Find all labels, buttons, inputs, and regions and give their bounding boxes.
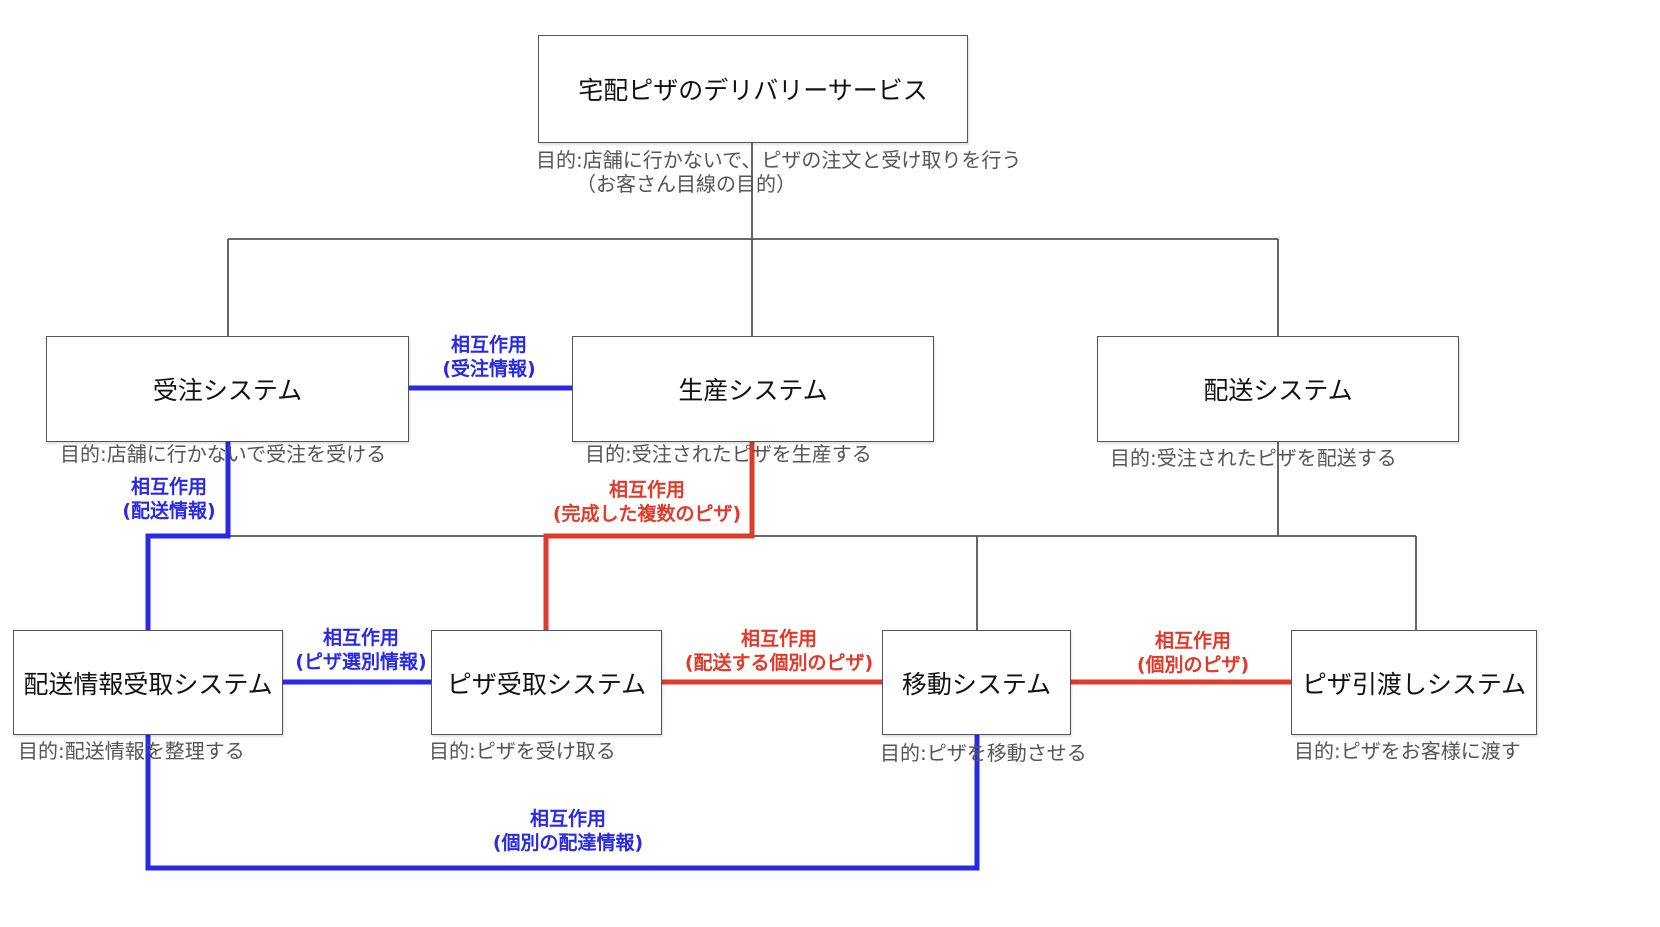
move-system-box: 移動システム — [882, 630, 1071, 735]
pizza-receive-system-box: ピザ受取システム — [431, 630, 662, 735]
pizza-receive-system-title: ピザ受取システム — [446, 669, 647, 699]
production-system-box: 生産システム — [572, 336, 934, 442]
interaction-line-order-deliveryinfo — [145, 442, 231, 630]
delivery-system-purpose: 目的:受注されたピザを配送する — [1110, 446, 1397, 470]
order-system-purpose: 目的:店舗に行かないで受注を受ける — [60, 442, 387, 466]
order-system-title: 受注システム — [152, 376, 303, 405]
root-purpose-line2: （お客さん目線の目的） — [576, 172, 796, 196]
delivery-info-system-title: 配送情報受取システム — [23, 669, 273, 699]
root-purpose: 目的:店舗に行かないで、ピザの注文と受け取りを行う （お客さん目線の目的） — [536, 148, 1021, 196]
interaction-line-deliveryinfo-move — [145, 735, 980, 871]
interaction-label-move-handover: 相互作用 (個別のピザ) — [1136, 630, 1250, 676]
interaction-label-order-production: 相互作用 (受注情報) — [442, 334, 536, 380]
production-system-purpose: 目的:受注されたピザを生産する — [585, 442, 872, 466]
root-purpose-line1: 目的:店舗に行かないで、ピザの注文と受け取りを行う — [536, 148, 1022, 172]
root-box: 宅配ピザのデリバリーサービス — [538, 35, 968, 143]
handover-system-box: ピザ引渡しシステム — [1291, 630, 1537, 735]
delivery-system-title: 配送システム — [1203, 376, 1353, 405]
order-system-box: 受注システム — [46, 336, 409, 442]
interaction-line-production-pizzareceive — [543, 442, 755, 630]
interaction-label-pizzareceive-move: 相互作用 (配送する個別のピザ) — [684, 628, 874, 674]
root-title: 宅配ピザのデリバリーサービス — [578, 76, 928, 105]
production-system-title: 生産システム — [678, 376, 828, 405]
delivery-system-box: 配送システム — [1097, 336, 1459, 442]
interaction-label-order-deliveryinfo: 相互作用 (配送情報) — [122, 476, 216, 522]
interaction-lines — [145, 385, 1291, 871]
delivery-info-system-purpose: 目的:配送情報を整理する — [18, 739, 245, 763]
interaction-label-deliveryinfo-move: 相互作用 (個別の配達情報) — [492, 808, 644, 854]
interaction-label-production-pizzareceive: 相互作用 (完成した複数のピザ) — [552, 479, 742, 525]
interaction-label-deliveryinfo-pizzareceive: 相互作用 (ピザ選別情報) — [295, 627, 427, 673]
handover-system-purpose: 目的:ピザをお客様に渡す — [1294, 739, 1521, 763]
move-system-purpose: 目的:ピザを移動させる — [880, 741, 1087, 765]
delivery-info-system-box: 配送情報受取システム — [13, 630, 283, 735]
pizza-receive-system-purpose: 目的:ピザを受け取る — [429, 739, 616, 763]
handover-system-title: ピザ引渡しシステム — [1301, 669, 1527, 699]
move-system-title: 移動システム — [901, 669, 1052, 699]
hierarchy-lines — [227, 143, 1417, 630]
